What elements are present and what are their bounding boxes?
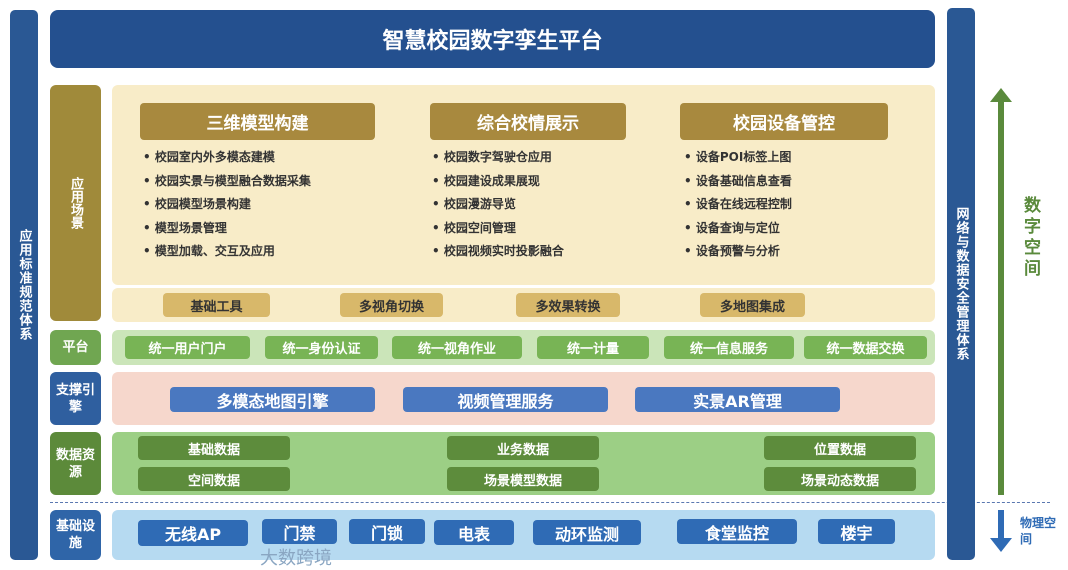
list-item: 设备POI标签上图 [684,146,792,170]
list-item: 设备在线远程控制 [684,193,792,217]
boundary-divider [50,502,1050,503]
data-item: 场景动态数据 [764,467,916,491]
support-item: 实景AR管理 [635,387,840,412]
infra-panel [112,510,935,560]
page-title: 智慧校园数字孪生平台 [50,10,935,68]
list-item: 校园实景与模型融合数据采集 [143,170,311,194]
list-item: 设备基础信息查看 [684,170,792,194]
data-item: 基础数据 [138,436,290,460]
infra-item: 食堂监控 [677,519,797,544]
column-header: 校园设备管控 [680,103,888,140]
platform-label: 平台 [50,330,101,365]
infra-item: 电表 [434,520,514,545]
physical-space-label: 物理空间 [1020,516,1057,546]
platform-item: 统一信息服务 [664,336,794,359]
security-label: 网络与数据安全管理体系 [953,207,969,361]
list-item: 校园室内外多模态建模 [143,146,311,170]
list-item: 校园数字驾驶仓应用 [432,146,564,170]
data-item: 业务数据 [447,436,599,460]
arrow-icons [990,88,1012,552]
column-header: 综合校情展示 [430,103,626,140]
feature-list: 校园数字驾驶仓应用校园建设成果展现校园漫游导览校园空间管理校园视频实时投影融合 [432,146,564,264]
watermark-logo: 大数跨境 [260,548,332,569]
platform-item: 统一计量 [537,336,649,359]
down-arrow-icon [990,510,1012,552]
up-arrow-icon [990,88,1012,495]
security-bar: 网络与数据安全管理体系 [947,8,975,560]
standards-label: 应用标准规范体系 [16,229,32,341]
feature-list: 校园室内外多模态建模校园实景与模型融合数据采集校园模型场景构建模型场景管理模型加… [143,146,311,264]
list-item: 设备预警与分析 [684,240,792,264]
infra-label: 基础设施 [50,510,101,560]
data-item: 位置数据 [764,436,916,460]
list-item: 设备查询与定位 [684,217,792,241]
platform-item: 统一用户门户 [125,336,250,359]
feature-list: 设备POI标签上图设备基础信息查看设备在线远程控制设备查询与定位设备预警与分析 [684,146,792,264]
data-item: 空间数据 [138,467,290,491]
platform-item: 统一数据交换 [804,336,927,359]
digital-space-label: 数字空间 [1024,196,1041,279]
platform-item: 统一视角作业 [392,336,522,359]
infra-item: 门禁 [262,519,337,544]
tool-button: 基础工具 [163,293,270,317]
list-item: 模型场景管理 [143,217,311,241]
standards-bar: 应用标准规范体系 [10,10,38,560]
infra-item: 门锁 [349,519,425,544]
infra-item: 无线AP [138,520,248,546]
list-item: 校园建设成果展现 [432,170,564,194]
tool-button: 多视角切换 [340,293,443,317]
list-item: 模型加载、交互及应用 [143,240,311,264]
tool-button: 多地图集成 [700,293,805,317]
data-item: 场景模型数据 [447,467,599,491]
data-label: 数据资源 [50,432,101,495]
support-item: 视频管理服务 [403,387,608,412]
infra-item: 楼宇 [818,519,895,544]
support-label: 支撑引擎 [50,372,101,425]
infra-item: 动环监测 [533,520,641,545]
tool-button: 多效果转换 [516,293,620,317]
list-item: 校园视频实时投影融合 [432,240,564,264]
list-item: 校园模型场景构建 [143,193,311,217]
application-label: 应用场景 [50,85,101,321]
platform-item: 统一身份认证 [265,336,378,359]
list-item: 校园空间管理 [432,217,564,241]
support-item: 多模态地图引擎 [170,387,375,412]
list-item: 校园漫游导览 [432,193,564,217]
column-header: 三维模型构建 [140,103,375,140]
